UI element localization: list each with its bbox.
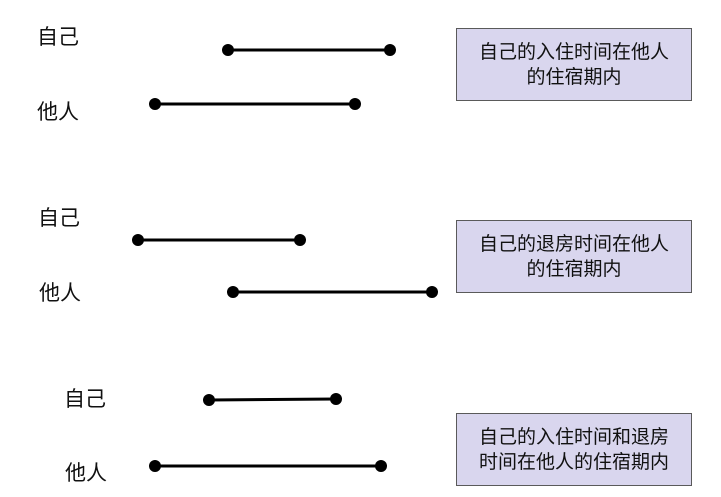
case-3-other-checkout-dot <box>375 460 387 472</box>
case-2-other-checkin-dot <box>227 286 239 298</box>
case-3-self-label: 自己 <box>64 387 106 411</box>
case-1-note-box: 自己的入住时间在他人 的住宿期内 <box>456 28 692 101</box>
case-3-other-interval <box>149 460 387 472</box>
case-1-self-label: 自己 <box>37 25 79 49</box>
case-2-self-interval <box>132 234 306 246</box>
case-3-self-checkin-dot <box>203 394 215 406</box>
case-3-other-checkin-dot <box>149 460 161 472</box>
case-2-self-label: 自己 <box>38 206 80 230</box>
case-3-self-interval <box>203 393 342 406</box>
case-1-self-checkin-dot <box>222 44 234 56</box>
case-2-note-box: 自己的退房时间在他人 的住宿期内 <box>456 220 692 293</box>
case-1-note-text: 自己的入住时间在他人 的住宿期内 <box>478 40 669 88</box>
case-2-other-label: 他人 <box>39 281 81 305</box>
case-3-self-checkout-dot <box>330 393 342 405</box>
case-1-other-label: 他人 <box>37 100 79 124</box>
case-1-other-checkout-dot <box>349 98 361 110</box>
case-3-note-box: 自己的入住时间和退房 时间在他人的住宿期内 <box>456 413 692 486</box>
case-2-self-checkin-dot <box>132 234 144 246</box>
case-1-other-interval <box>149 98 361 110</box>
case-3-note-text: 自己的入住时间和退房 时间在他人的住宿期内 <box>478 425 669 473</box>
case-2-other-checkout-dot <box>426 286 438 298</box>
case-2-self-checkout-dot <box>294 234 306 246</box>
case-2-other-interval <box>227 286 438 298</box>
case-1-other-checkin-dot <box>149 98 161 110</box>
case-1-self-checkout-dot <box>384 44 396 56</box>
case-2-note-text: 自己的退房时间在他人 的住宿期内 <box>478 232 669 280</box>
case-1-self-interval <box>222 44 396 56</box>
case-3-other-label: 他人 <box>65 461 107 485</box>
